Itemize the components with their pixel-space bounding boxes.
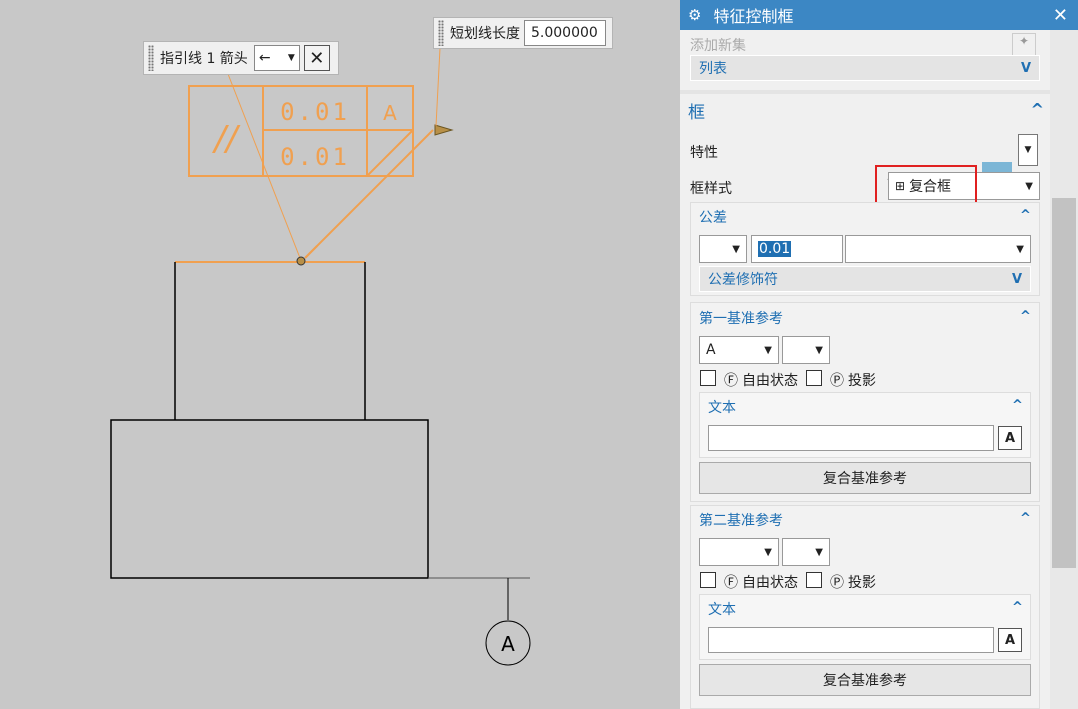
dropdown-arrow-icon: ▼ <box>732 243 740 255</box>
compound-datum-label: 复合基准参考 <box>823 471 907 487</box>
datum-circle[interactable] <box>485 620 531 666</box>
datum-text-input[interactable] <box>708 425 994 451</box>
free-state-checkbox[interactable] <box>700 370 716 386</box>
tolerance-modifiers-label: 公差修饰符 <box>708 272 778 288</box>
chevron-up-icon[interactable]: ^ <box>1020 208 1031 223</box>
primary-datum-letter: A <box>706 342 716 358</box>
dropdown-arrow-icon: ▼ <box>287 53 295 63</box>
compound-datum-button[interactable]: 复合基准参考 <box>699 462 1031 494</box>
leader-arrow-popup[interactable]: 指引线 1 箭头 ← ▼ ✕ <box>143 41 339 75</box>
arrow-type-select[interactable]: ← ▼ <box>253 45 300 71</box>
part-geometry[interactable] <box>110 262 429 579</box>
frame-style-label: 框样式 <box>690 181 732 197</box>
leader-arrow-label: 指引线 1 箭头 <box>160 51 248 67</box>
dropdown-arrow-icon: ▼ <box>815 344 823 356</box>
parallelism-symbol: // <box>212 119 241 159</box>
tolerance-title: 公差 <box>699 210 727 226</box>
drag-handle[interactable] <box>148 45 154 71</box>
fcf-tolerance-1: 0.01 <box>280 98 350 126</box>
chevron-up-icon[interactable]: ^ <box>1020 511 1031 526</box>
compound-datum-button[interactable]: 复合基准参考 <box>699 664 1031 696</box>
primary-datum-modifier-select[interactable]: ▼ <box>782 336 830 364</box>
arrow-handle[interactable] <box>434 124 454 136</box>
dash-length-popup[interactable]: 短划线长度 5.000000 <box>433 17 613 49</box>
free-state-checkbox[interactable] <box>700 572 716 588</box>
projected-mark: Ⓟ <box>830 373 844 389</box>
text-title: 文本 <box>708 602 736 618</box>
secondary-datum-letter-select[interactable]: ▼ <box>699 538 779 566</box>
composite-frame-icon: ⊞ <box>895 179 906 193</box>
free-state-label: 自由状态 <box>742 575 798 591</box>
secondary-datum-modifier-select[interactable]: ▼ <box>782 538 830 566</box>
dropdown-arrow-icon: ▼ <box>1016 243 1024 255</box>
feature-control-frame[interactable] <box>188 85 414 177</box>
fcf-dialog: ⚙ 特征控制框 ✕ 添加新集 ✦ 列表 V 框 ^ 特性 — ▱ ⌭ // ▼ … <box>680 0 1078 709</box>
dropdown-arrow-icon: ▼ <box>1025 180 1033 192</box>
close-icon[interactable]: ✕ <box>1052 4 1068 26</box>
free-state-mark: Ⓕ <box>724 575 738 591</box>
close-icon: ✕ <box>309 47 325 69</box>
arrow-type-value: ← <box>258 50 271 66</box>
compound-datum-label: 复合基准参考 <box>823 673 907 689</box>
material-modifier-select[interactable]: ▼ <box>845 235 1031 263</box>
projected-mark: Ⓟ <box>830 575 844 591</box>
frame-section-title: 框 <box>688 103 705 123</box>
add-new-set-label: 添加新集 <box>690 38 746 54</box>
add-set-icon[interactable]: ✦ <box>1012 33 1036 57</box>
highlight-box <box>875 165 977 204</box>
dropdown-arrow-icon: ▼ <box>764 546 772 558</box>
characteristic-more-dropdown[interactable]: ▼ <box>1018 134 1038 166</box>
divider <box>680 90 1050 94</box>
projected-label: 投影 <box>848 373 876 389</box>
chevron-up-icon[interactable]: ^ <box>1020 309 1031 324</box>
projected-checkbox[interactable] <box>806 572 822 588</box>
frame-style-select[interactable]: ⊞ 复合框 ▼ <box>888 172 1040 200</box>
tolerance-modifiers-toggle[interactable]: 公差修饰符 V <box>699 266 1031 292</box>
list-label: 列表 <box>699 61 727 77</box>
free-state-mark: Ⓕ <box>724 373 738 389</box>
chevron-down-icon: V <box>1011 271 1022 287</box>
tolerance-value-text: 0.01 <box>758 241 792 257</box>
dialog-title: 特征控制框 <box>713 7 794 26</box>
leader-line[interactable] <box>175 129 434 263</box>
tolerance-value-input[interactable]: 0.01 <box>751 235 843 263</box>
chevron-up-icon[interactable]: ^ <box>1030 100 1044 119</box>
remove-leader-button[interactable]: ✕ <box>303 45 330 71</box>
dropdown-arrow-icon: ▼ <box>815 546 823 558</box>
text-style-icon[interactable]: A <box>998 426 1022 450</box>
frame-style-value: 复合框 <box>909 179 952 195</box>
projected-label: 投影 <box>848 575 876 591</box>
datum-letter: A <box>501 632 515 656</box>
list-toggle[interactable]: 列表 V <box>690 55 1040 81</box>
text-style-icon[interactable]: A <box>998 628 1022 652</box>
datum-text-input[interactable] <box>708 627 994 653</box>
gear-icon[interactable]: ⚙ <box>688 6 702 24</box>
dropdown-arrow-icon: ▼ <box>764 344 772 356</box>
text-title: 文本 <box>708 400 736 416</box>
projected-checkbox[interactable] <box>806 370 822 386</box>
leader-anchor-point[interactable] <box>296 256 306 266</box>
tolerance-zone-select[interactable]: ▼ <box>699 235 747 263</box>
drag-handle[interactable] <box>438 20 444 46</box>
scrollbar[interactable] <box>1050 30 1078 709</box>
dash-popup-connector <box>435 47 441 127</box>
add-new-set-row[interactable]: 添加新集 ✦ <box>690 32 1040 58</box>
characteristic-label: 特性 <box>690 145 718 161</box>
dialog-titlebar[interactable]: ⚙ 特征控制框 ✕ <box>680 0 1078 30</box>
primary-datum-title: 第一基准参考 <box>699 311 783 327</box>
dash-length-input[interactable]: 5.000000 <box>524 20 606 46</box>
drawing-canvas[interactable]: // 0.01 A 0.01 A 指引线 1 箭头 ← ▼ ✕ <box>0 0 680 709</box>
chevron-up-icon[interactable]: ^ <box>1012 398 1023 413</box>
drawing-svg[interactable]: // 0.01 A 0.01 A <box>0 0 680 709</box>
fcf-datum-1: A <box>383 101 397 125</box>
chevron-down-icon: V <box>1020 60 1031 76</box>
fcf-tolerance-2: 0.01 <box>280 143 350 171</box>
secondary-datum-title: 第二基准参考 <box>699 513 783 529</box>
chevron-up-icon[interactable]: ^ <box>1012 600 1023 615</box>
leader-popup-connector <box>227 73 301 259</box>
primary-datum-letter-select[interactable]: A ▼ <box>699 336 779 364</box>
scrollbar-thumb[interactable] <box>1052 198 1076 568</box>
free-state-label: 自由状态 <box>742 373 798 389</box>
dash-length-label: 短划线长度 <box>450 26 520 42</box>
